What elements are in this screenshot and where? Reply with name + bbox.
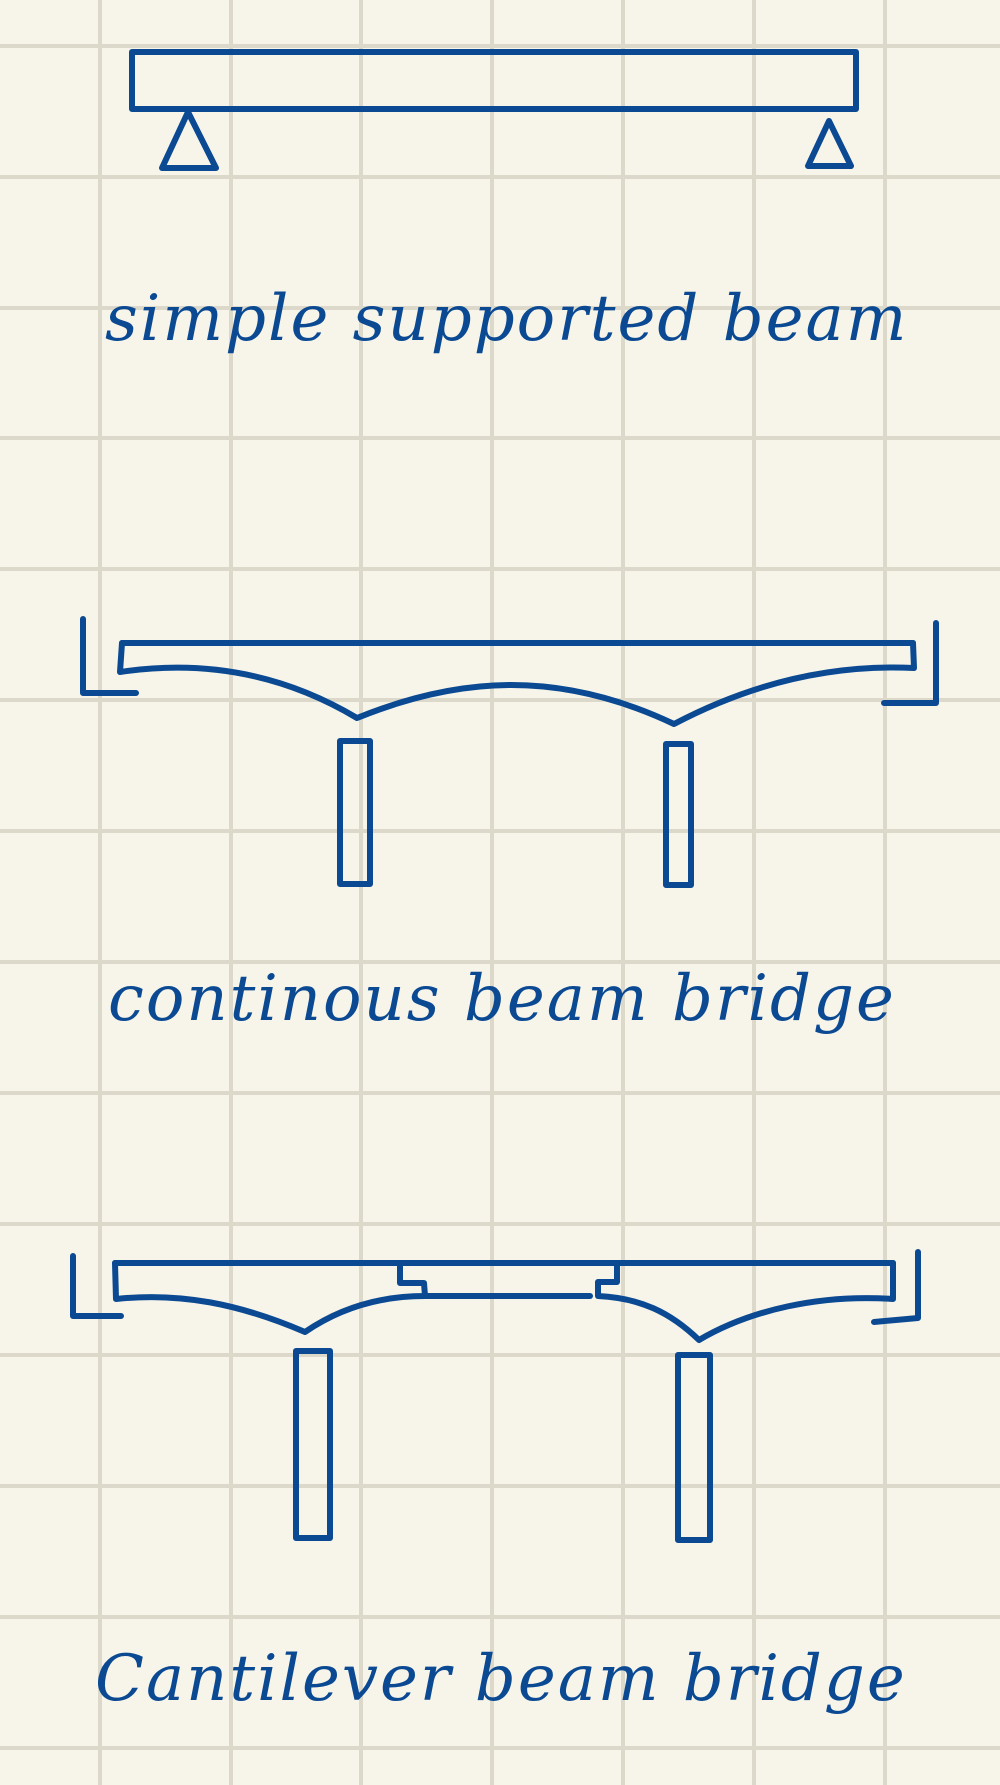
continuous-beam-bridge-diagram: continous beam bridge bbox=[80, 616, 939, 1036]
left-abutment bbox=[70, 1253, 124, 1319]
continuous-beam-caption: continous beam bridge bbox=[108, 962, 896, 1036]
simple-supported-beam-diagram: simple supported beam bbox=[105, 49, 908, 356]
cantilever-beam-bridge-diagram: Cantilever beam bridge bbox=[70, 1249, 921, 1716]
left-pin-support-icon bbox=[159, 109, 219, 171]
simple-beam-caption: simple supported beam bbox=[105, 282, 908, 356]
left-abutment bbox=[80, 616, 139, 696]
right-cantilever-arm bbox=[595, 1260, 896, 1343]
vertical-gridlines bbox=[98, 0, 887, 1785]
cantilever-beam-caption: Cantilever beam bridge bbox=[95, 1642, 907, 1716]
right-pin-support-icon bbox=[805, 118, 854, 169]
right-abutment bbox=[881, 620, 939, 706]
cantilever-pier-left bbox=[293, 1348, 333, 1541]
left-cantilever-arm bbox=[112, 1260, 428, 1335]
continuous-pier-left bbox=[337, 738, 373, 887]
right-abutment bbox=[871, 1249, 921, 1325]
continuous-deck-underside bbox=[117, 640, 917, 727]
simple-beam-deck bbox=[129, 49, 859, 112]
horizontal-gridlines bbox=[0, 44, 1000, 1750]
cantilever-pier-right bbox=[675, 1352, 713, 1543]
continuous-pier-right bbox=[663, 741, 694, 888]
